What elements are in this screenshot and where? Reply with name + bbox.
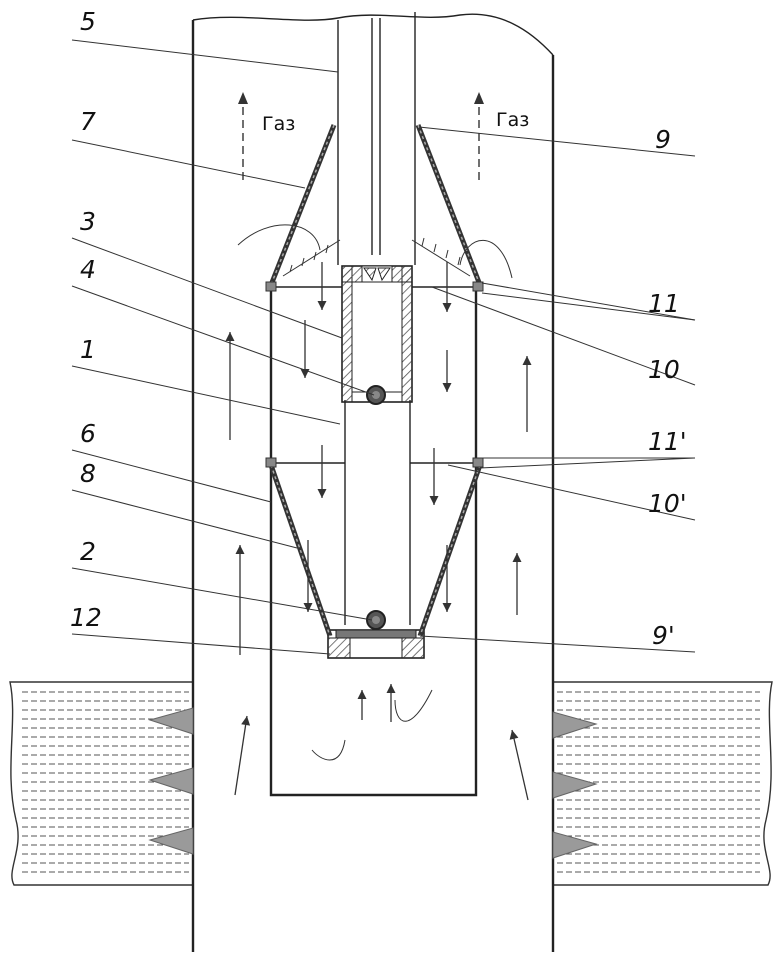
label-11: 11 bbox=[648, 289, 680, 318]
label-10: 10 bbox=[648, 355, 680, 384]
pump-body bbox=[345, 400, 410, 625]
label-12: 12 bbox=[70, 603, 102, 632]
gas-label-right: Газ bbox=[496, 109, 529, 131]
flow-arrow-head bbox=[318, 301, 327, 310]
casing bbox=[193, 14, 553, 952]
gas-labels: Газ Газ bbox=[262, 109, 529, 135]
label-7: 7 bbox=[80, 107, 96, 136]
label-5: 5 bbox=[80, 7, 96, 36]
flow-arrow-head bbox=[318, 489, 327, 498]
label-4: 4 bbox=[80, 255, 96, 284]
label-10-prime: 10' bbox=[648, 489, 687, 518]
flow-arrow-head bbox=[358, 690, 367, 699]
label-1: 1 bbox=[80, 335, 96, 364]
tubing bbox=[338, 12, 415, 265]
flow-arrow-head bbox=[241, 716, 250, 726]
flow-arrow-head bbox=[226, 332, 235, 341]
flow-arrow-head bbox=[443, 383, 452, 392]
flow-arrow-head bbox=[510, 730, 519, 740]
gas-label-left: Газ bbox=[262, 113, 295, 135]
label-8: 8 bbox=[80, 459, 96, 488]
upper-cone bbox=[271, 125, 480, 285]
flow-arrow-head bbox=[236, 545, 245, 554]
label-3: 3 bbox=[80, 207, 96, 236]
flow-arrow bbox=[235, 716, 247, 795]
label-6: 6 bbox=[80, 419, 96, 448]
flow-arrow-head bbox=[387, 684, 396, 693]
valve-seat bbox=[328, 630, 424, 658]
ball-valve-upper bbox=[367, 386, 385, 404]
flow-arrow-head bbox=[430, 496, 439, 505]
label-9: 9 bbox=[655, 125, 671, 154]
label-2: 2 bbox=[80, 537, 96, 566]
flow-arrow-head bbox=[304, 603, 313, 612]
label-11-prime: 11' bbox=[648, 427, 687, 456]
flow-arrow-head bbox=[513, 553, 522, 562]
label-9-prime: 9' bbox=[652, 621, 675, 650]
flow-arrow-head bbox=[443, 603, 452, 612]
flow-arrow-head bbox=[443, 303, 452, 312]
flow-arrow-head bbox=[523, 356, 532, 365]
cylinder bbox=[342, 266, 412, 402]
flow-arrow bbox=[512, 730, 528, 800]
gas-arrows bbox=[238, 92, 484, 180]
perforations bbox=[150, 708, 596, 858]
